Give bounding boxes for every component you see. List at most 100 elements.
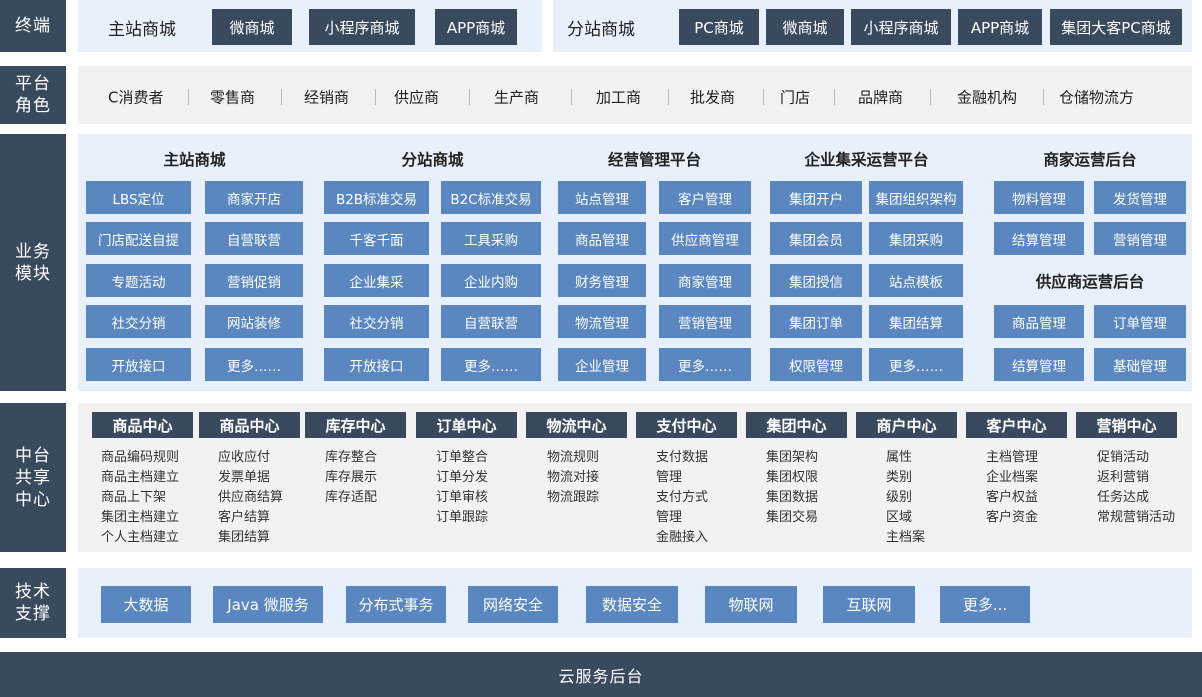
center-item: 库存展示 bbox=[325, 470, 378, 485]
business-item[interactable]: LBS定位 bbox=[86, 181, 191, 214]
business-item[interactable]: 门店配送自提 bbox=[86, 222, 191, 255]
business-item[interactable]: 集团会员 bbox=[770, 222, 862, 255]
center-item: 主档案 bbox=[886, 530, 926, 545]
business-item[interactable]: 商家开店 bbox=[205, 181, 303, 214]
business-item[interactable]: 集团结算 bbox=[869, 305, 963, 338]
business-item[interactable]: 供应商管理 bbox=[659, 222, 751, 255]
business-item[interactable]: B2B标准交易 bbox=[324, 181, 429, 214]
business-item[interactable]: 营销促销 bbox=[205, 264, 303, 297]
center-item: 任务达成 bbox=[1097, 490, 1150, 505]
business-item[interactable]: 集团采购 bbox=[869, 222, 963, 255]
terminal-main-button[interactable]: 小程序商城 bbox=[309, 9, 415, 45]
tech-item[interactable]: 网络安全 bbox=[468, 586, 558, 623]
terminal-sub-button[interactable]: 集团大客PC商城 bbox=[1050, 9, 1182, 45]
center-list: 主档管理 企业档案 客户权益 客户资金 bbox=[986, 448, 1038, 528]
center-item: 客户权益 bbox=[986, 490, 1039, 505]
business-item[interactable]: 开放接口 bbox=[324, 348, 429, 381]
center-item: 支付数据 bbox=[656, 450, 709, 465]
tech-item[interactable]: 更多... bbox=[940, 586, 1030, 623]
center-title: 营销中心 bbox=[1076, 412, 1177, 438]
business-item[interactable]: 商品管理 bbox=[558, 222, 646, 255]
business-item[interactable]: 集团授信 bbox=[770, 264, 862, 297]
business-item[interactable]: 站点管理 bbox=[558, 181, 646, 214]
business-item[interactable]: 开放接口 bbox=[86, 348, 191, 381]
terminal-sub-button[interactable]: PC商城 bbox=[679, 9, 759, 45]
merchant-item[interactable]: 发货管理 bbox=[1094, 181, 1186, 214]
supplier-item[interactable]: 结算管理 bbox=[994, 348, 1084, 381]
center-item: 物流规则 bbox=[547, 450, 600, 465]
cloud-backend-bar: 云服务后台 bbox=[0, 652, 1202, 697]
role-divider bbox=[571, 89, 572, 105]
business-item[interactable]: 站点模板 bbox=[869, 264, 963, 297]
business-item[interactable]: 工具采购 bbox=[441, 222, 541, 255]
role-divider bbox=[469, 89, 470, 105]
role-item: 品牌商 bbox=[858, 88, 904, 107]
terminal-sub-button[interactable]: 微商城 bbox=[766, 9, 844, 45]
merchant-item[interactable]: 结算管理 bbox=[994, 222, 1084, 255]
business-item[interactable]: 权限管理 bbox=[770, 348, 862, 381]
tech-item[interactable]: 大数据 bbox=[101, 586, 191, 623]
terminal-main-button[interactable]: 微商城 bbox=[212, 9, 292, 45]
business-item[interactable]: 企业集采 bbox=[324, 264, 429, 297]
center-item: 区域 bbox=[886, 510, 913, 525]
row-label-business: 业务 模块 bbox=[0, 134, 66, 391]
terminal-main-button[interactable]: APP商城 bbox=[435, 9, 517, 45]
center-item: 商品编码规则 bbox=[101, 450, 180, 465]
business-item[interactable]: 财务管理 bbox=[558, 264, 646, 297]
tech-item[interactable]: Java 微服务 bbox=[213, 586, 323, 623]
center-item: 返利营销 bbox=[1097, 470, 1150, 485]
role-item: 仓储物流方 bbox=[1059, 88, 1135, 107]
supplier-item[interactable]: 订单管理 bbox=[1094, 305, 1186, 338]
business-item[interactable]: 企业管理 bbox=[558, 348, 646, 381]
business-item[interactable]: 集团组织架构 bbox=[869, 181, 963, 214]
center-item: 物流跟踪 bbox=[547, 490, 600, 505]
center-title: 商品中心 bbox=[92, 412, 193, 438]
role-divider bbox=[281, 89, 282, 105]
role-divider bbox=[668, 89, 669, 105]
business-item[interactable]: 物流管理 bbox=[558, 305, 646, 338]
tech-item[interactable]: 物联网 bbox=[705, 586, 797, 623]
row-label-roles: 平台 角色 bbox=[0, 66, 66, 124]
business-item[interactable]: 自营联营 bbox=[205, 222, 303, 255]
business-item[interactable]: 企业内购 bbox=[441, 264, 541, 297]
business-item[interactable]: 网站装修 bbox=[205, 305, 303, 338]
business-item[interactable]: 集团订单 bbox=[770, 305, 862, 338]
tech-item[interactable]: 互联网 bbox=[823, 586, 915, 623]
supplier-item[interactable]: 基础管理 bbox=[1094, 348, 1186, 381]
business-item[interactable]: 更多…… bbox=[869, 348, 963, 381]
center-title: 集团中心 bbox=[746, 412, 847, 438]
center-item: 常规营销活动 bbox=[1097, 510, 1176, 525]
business-item[interactable]: 社交分销 bbox=[324, 305, 429, 338]
business-item[interactable]: B2C标准交易 bbox=[441, 181, 541, 214]
business-item[interactable]: 集团开户 bbox=[770, 181, 862, 214]
business-item[interactable]: 客户管理 bbox=[659, 181, 751, 214]
terminal-sub-button[interactable]: 小程序商城 bbox=[851, 9, 951, 45]
business-item[interactable]: 更多…… bbox=[441, 348, 541, 381]
terminal-sub-button[interactable]: APP商城 bbox=[958, 9, 1042, 45]
merchant-item[interactable]: 物料管理 bbox=[994, 181, 1084, 214]
role-divider bbox=[375, 89, 376, 105]
business-item[interactable]: 营销管理 bbox=[659, 305, 751, 338]
center-item: 客户结算 bbox=[218, 510, 271, 525]
tech-item[interactable]: 分布式事务 bbox=[346, 586, 446, 623]
supplier-item[interactable]: 商品管理 bbox=[994, 305, 1084, 338]
center-list: 库存整合 库存展示 库存适配 bbox=[325, 448, 377, 508]
center-title: 客户中心 bbox=[966, 412, 1067, 438]
business-item[interactable]: 更多…… bbox=[205, 348, 303, 381]
business-group-title: 主站商城 bbox=[163, 151, 226, 169]
business-item[interactable]: 自营联营 bbox=[441, 305, 541, 338]
business-item[interactable]: 更多…… bbox=[659, 348, 751, 381]
business-item[interactable]: 社交分销 bbox=[86, 305, 191, 338]
business-item[interactable]: 商家管理 bbox=[659, 264, 751, 297]
business-group-title: 经营管理平台 bbox=[607, 151, 701, 169]
center-item: 集团权限 bbox=[766, 470, 819, 485]
business-item[interactable]: 千客千面 bbox=[324, 222, 429, 255]
role-item: 供应商 bbox=[394, 88, 440, 107]
merchant-item[interactable]: 营销管理 bbox=[1094, 222, 1186, 255]
business-item[interactable]: 专题活动 bbox=[86, 264, 191, 297]
center-item: 集团架构 bbox=[766, 450, 819, 465]
tech-item[interactable]: 数据安全 bbox=[586, 586, 678, 623]
center-title: 支付中心 bbox=[636, 412, 737, 438]
center-list: 商品编码规则 商品主档建立 商品上下架 集团主档建立 个人主档建立 bbox=[101, 448, 179, 548]
role-divider bbox=[1043, 89, 1044, 105]
